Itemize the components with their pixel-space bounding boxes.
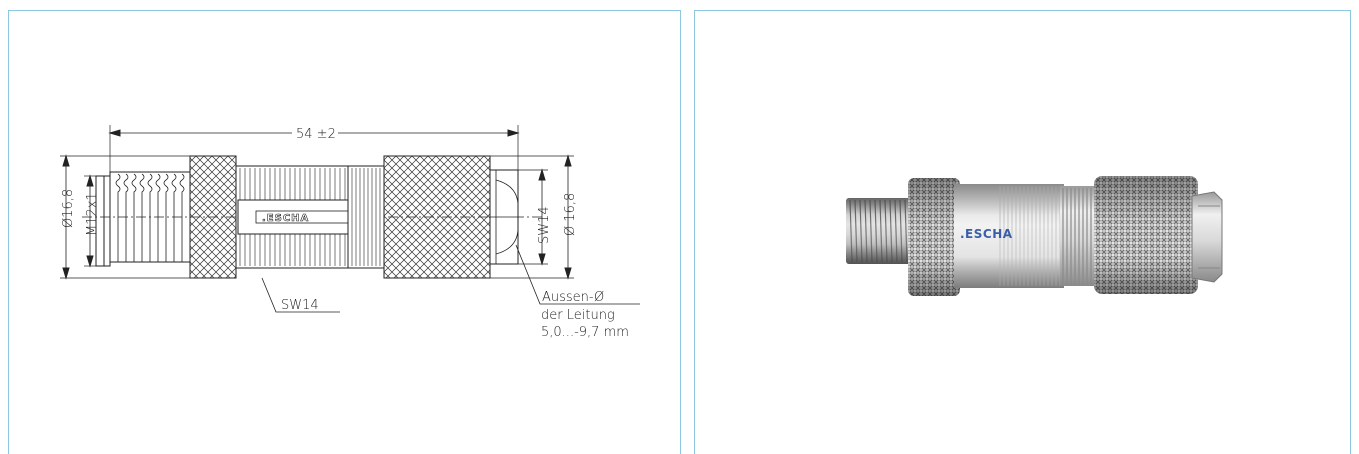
wrench-bottom-label: SW14 (281, 298, 319, 313)
overall-length-label: 54 ±2 (296, 127, 336, 142)
drawing-brand-label: .ESCHA (262, 213, 309, 224)
diameter-right-label: Ø 16,8 (563, 193, 578, 236)
knurled-nut-left (189, 155, 237, 279)
wrench-right-label: SW14 (537, 206, 552, 244)
connector-drawing (60, 125, 640, 313)
cable-note-line-1: Aussen-Ø (542, 290, 604, 305)
diameter-left-label: Ø16,8 (61, 189, 76, 228)
knurled-nut-right (383, 155, 491, 279)
connector-photo: .ESCHA (846, 176, 1223, 296)
photo-brand-label: .ESCHA (960, 227, 1013, 241)
cable-note-line-3: 5,0...-9,7 mm (541, 325, 629, 340)
drawing-labels: 54 ±2 Ø16,8 M12x1 SW14 Ø 16,8 SW14 Ausse… (61, 124, 629, 340)
cable-note-line-2: der Leitung (541, 308, 615, 323)
thread-label: M12x1 (85, 192, 100, 236)
